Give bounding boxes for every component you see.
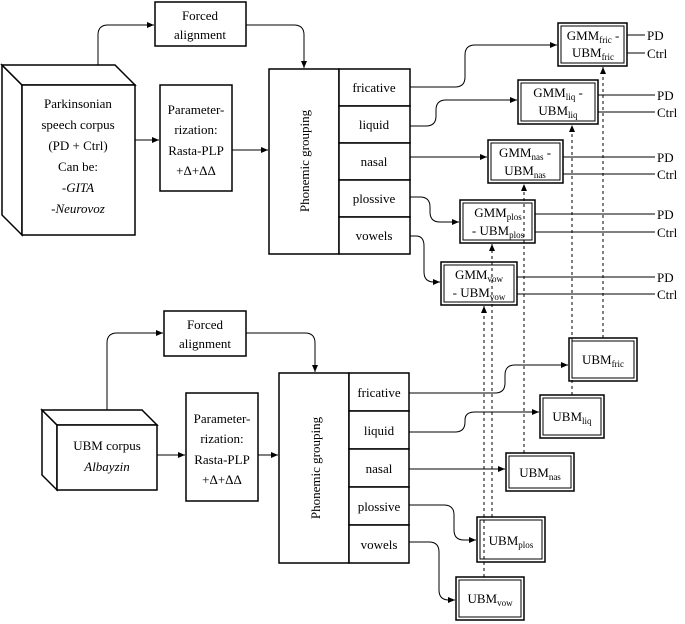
gmm-fric-box: GMMfric - UBMfric xyxy=(557,22,628,67)
top-param-line1: Parameter- xyxy=(168,102,225,117)
out-ctrl-vow: Ctrl xyxy=(657,287,678,302)
top-forced-alignment-line1: Forced xyxy=(182,8,219,23)
bottom-group-nasal: nasal xyxy=(366,461,393,476)
ubm-fric-label: UBMfric xyxy=(582,352,624,369)
top-group-plossive: plossive xyxy=(353,191,396,206)
out-pd-liq: PD xyxy=(657,88,674,103)
gmm-nas-line2: UBMnas xyxy=(504,163,546,180)
bottom-phonemic-grouping: Phonemic grouping fricative liquid nasal… xyxy=(278,372,410,564)
top-corpus-line3: (PD + Ctrl) xyxy=(48,138,107,153)
top-group-nasal: nasal xyxy=(361,154,388,169)
ubm-nas-label: UBMnas xyxy=(519,465,561,482)
top-corpus-line4: Can be: xyxy=(58,159,98,174)
ubm-plos-box: UBMplos xyxy=(476,516,546,563)
bottom-group-liquid: liquid xyxy=(364,423,395,438)
top-group-liquid: liquid xyxy=(359,117,390,132)
gmm-vow-line2: - UBMvow xyxy=(453,285,506,302)
bottom-corpus-box: UBM corpus Albayzin xyxy=(40,408,159,492)
out-ctrl-nas: Ctrl xyxy=(657,167,678,182)
out-ctrl-plos: Ctrl xyxy=(657,225,678,240)
bottom-param-line4: +Δ+ΔΔ xyxy=(202,472,242,487)
gmm-nas-box: GMMnas - UBMnas xyxy=(487,139,564,184)
bottom-forced-alignment-line1: Forced xyxy=(187,317,224,332)
top-group-vowels: vowels xyxy=(356,228,393,243)
gmm-vow-line1: GMMvow xyxy=(455,267,504,284)
top-forced-alignment-line2: alignment xyxy=(174,27,226,42)
top-corpus-box: Parkinsonian speech corpus (PD + Ctrl) C… xyxy=(0,63,137,237)
top-param-box: Parameter- rization: Rasta-PLP +Δ+ΔΔ xyxy=(159,84,233,192)
dashed-adaptation-links xyxy=(481,67,606,577)
out-pd-fric: PD xyxy=(647,28,664,43)
gmm-plos-line2: - UBMplos xyxy=(472,223,525,240)
top-forced-alignment-box: Forced alignment xyxy=(154,1,247,47)
gmm-liq-line1: GMMliq - xyxy=(533,85,583,102)
out-pd-plos: PD xyxy=(657,207,674,222)
top-group-fricative: fricative xyxy=(352,80,396,95)
top-phonemic-grouping: Phonemic grouping fricative liquid nasal… xyxy=(268,68,411,255)
out-pd-vow: PD xyxy=(657,270,674,285)
bottom-forced-alignment-line2: alignment xyxy=(179,336,231,351)
gmm-liq-line2: UBMliq xyxy=(538,103,578,120)
out-ctrl-liq: Ctrl xyxy=(657,105,678,120)
top-param-line3: Rasta-PLP xyxy=(168,143,224,158)
ubm-nas-box: UBMnas xyxy=(505,452,575,492)
out-ctrl-fric: Ctrl xyxy=(647,46,668,61)
bottom-param-line3: Rasta-PLP xyxy=(194,452,250,467)
top-corpus-line6: -Neurovoz xyxy=(51,201,105,216)
ubm-vow-label: UBMvow xyxy=(467,591,513,608)
bottom-group-vowels: vowels xyxy=(361,537,398,552)
bottom-corpus-line2: Albayzin xyxy=(83,459,130,474)
top-connectors xyxy=(97,22,655,295)
ubm-vow-box: UBMvow xyxy=(455,576,525,621)
output-labels: PD Ctrl PD Ctrl PD Ctrl PD Ctrl PD Ctrl xyxy=(647,28,678,302)
gmm-fric-line2: UBMfric xyxy=(572,45,614,62)
top-corpus-line5: -GITA xyxy=(62,180,94,195)
bottom-param-line1: Parameter- xyxy=(194,411,251,426)
gmm-nas-line1: GMMnas - xyxy=(499,145,551,162)
bottom-group-plossive: plossive xyxy=(358,499,401,514)
ubm-liq-label: UBMliq xyxy=(552,409,592,426)
gmm-fric-line1: GMMfric - xyxy=(567,28,620,45)
gmm-liq-box: GMMliq - UBMliq xyxy=(517,79,599,125)
bottom-param-line2: rization: xyxy=(200,431,243,446)
out-pd-nas: PD xyxy=(657,150,674,165)
top-param-line2: rization: xyxy=(174,122,217,137)
top-phonemic-grouping-label: Phonemic grouping xyxy=(297,109,312,212)
top-corpus-line2: speech corpus xyxy=(41,117,114,132)
ubm-plos-label: UBMplos xyxy=(489,533,534,550)
top-param-line4: +Δ+ΔΔ xyxy=(176,163,216,178)
top-corpus-line1: Parkinsonian xyxy=(44,96,112,111)
ubm-fric-box: UBMfric xyxy=(568,337,638,382)
bottom-corpus-line1: UBM corpus xyxy=(73,438,141,453)
bottom-connectors xyxy=(106,330,568,603)
bottom-param-box: Parameter- rization: Rasta-PLP +Δ+ΔΔ xyxy=(185,392,259,502)
bottom-phonemic-grouping-label: Phonemic grouping xyxy=(308,416,323,519)
gmm-plos-line1: GMMplos xyxy=(474,205,522,222)
ubm-liq-box: UBMliq xyxy=(539,394,605,439)
bottom-group-fricative: fricative xyxy=(357,385,401,400)
gmm-vow-box: GMMvow - UBMvow xyxy=(440,261,518,306)
gmm-plos-box: GMMplos - UBMplos xyxy=(459,199,536,244)
bottom-forced-alignment-box: Forced alignment xyxy=(163,310,247,357)
